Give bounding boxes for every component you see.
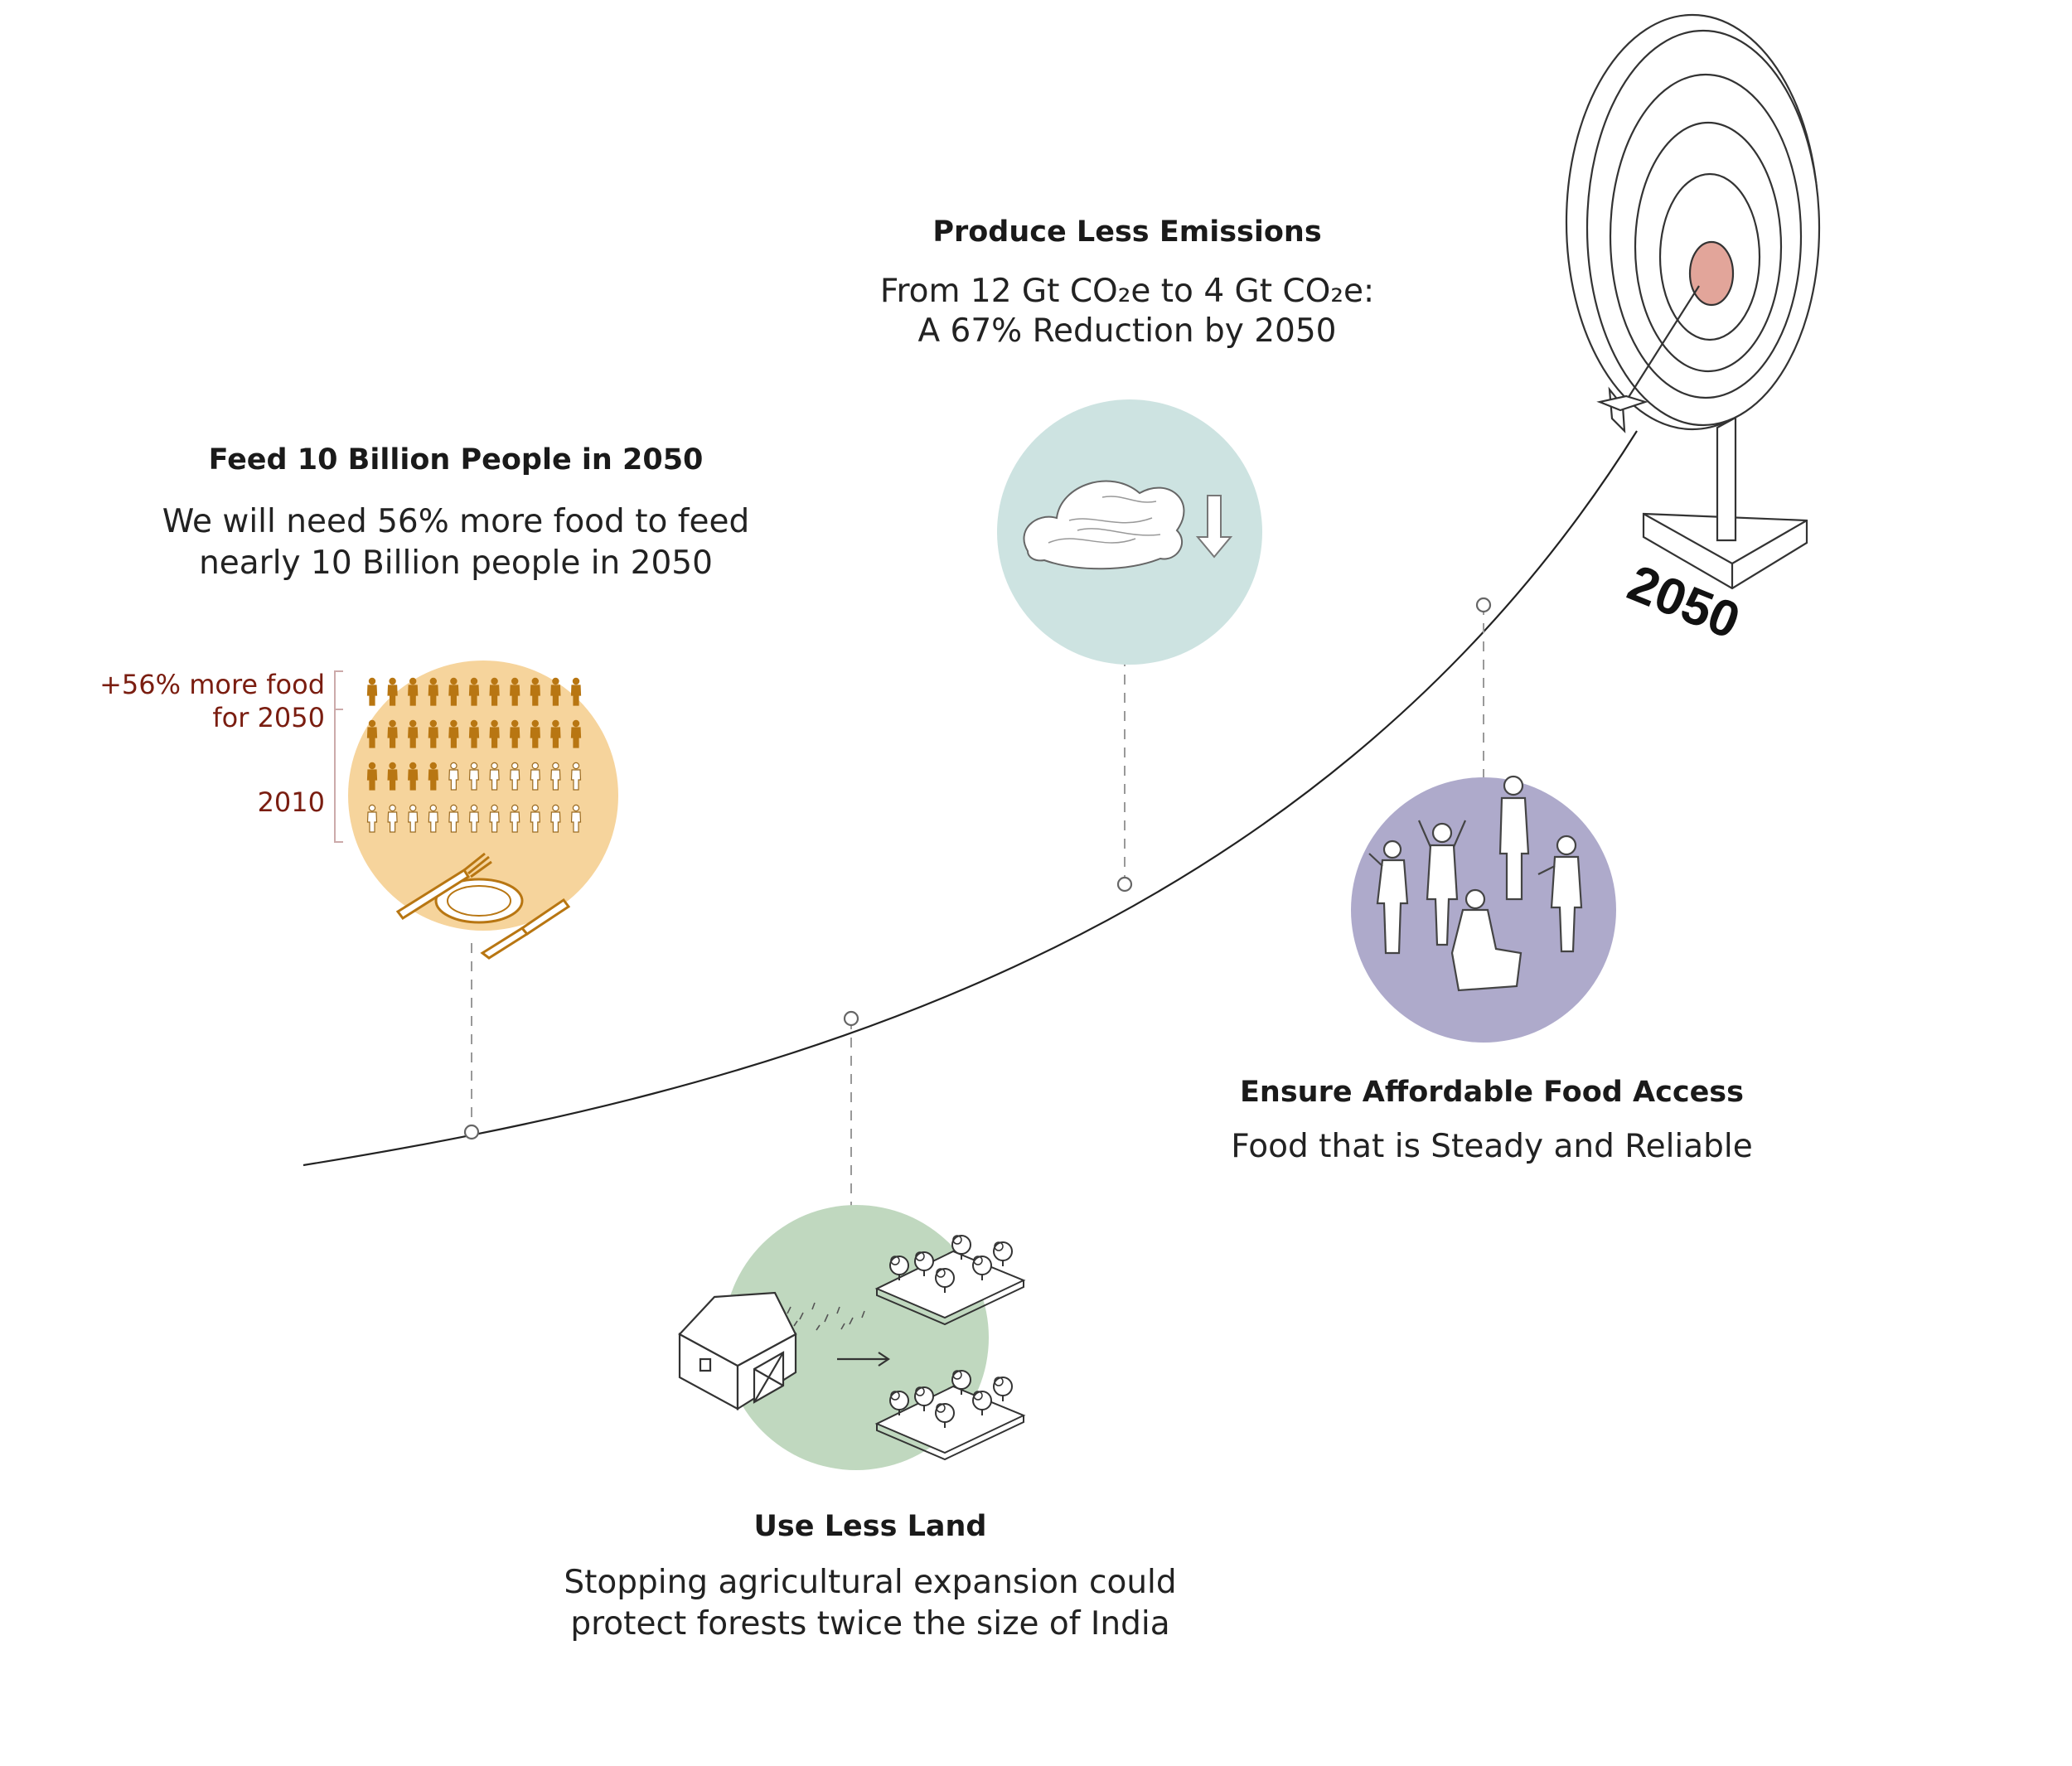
emissions-line2: A 67% Reduction by 2050 xyxy=(917,312,1337,350)
target-icon xyxy=(1565,13,1821,590)
emissions-line1: From 12 Gt CO₂e to 4 Gt CO₂e: xyxy=(879,273,1375,310)
arrow-icon xyxy=(1596,285,1700,433)
emissions-title: Produce Less Emissions xyxy=(932,215,1322,249)
food-label-more: +56% more food xyxy=(99,669,325,700)
feed-title: Feed 10 Billion People in 2050 xyxy=(208,443,704,477)
arrow-right-icon xyxy=(837,1352,890,1367)
land-title: Use Less Land xyxy=(753,1510,987,1543)
plate-icon xyxy=(434,878,524,924)
access-line1: Food that is Steady and Reliable xyxy=(1231,1128,1753,1165)
person-icon-filled xyxy=(366,677,378,706)
group-of-people-icon xyxy=(1368,775,1583,992)
feed-line1: We will need 56% more food to feed xyxy=(162,503,750,540)
barn-icon xyxy=(678,1291,797,1410)
feed-line2: nearly 10 Billion people in 2050 xyxy=(199,544,713,582)
knife-icon xyxy=(480,898,571,960)
fork-icon xyxy=(395,852,492,921)
milestone-dots xyxy=(463,597,1492,1140)
food-label-2010: 2010 xyxy=(257,786,325,818)
access-title: Ensure Affordable Food Access xyxy=(1240,1076,1744,1109)
label-bracket xyxy=(334,670,343,843)
land-line2: protect forests twice the size of India xyxy=(570,1605,1170,1643)
seedlings-icon xyxy=(787,1302,865,1331)
land-line1: Stopping agricultural expansion could xyxy=(564,1564,1177,1601)
arrow-down-icon xyxy=(1195,495,1233,559)
progress-curve xyxy=(303,430,1638,1167)
food-label-for: for 2050 xyxy=(212,702,325,733)
forest-icon xyxy=(874,1235,1026,1461)
connector-lines xyxy=(471,605,1484,1214)
cloud-icon xyxy=(1023,480,1185,570)
